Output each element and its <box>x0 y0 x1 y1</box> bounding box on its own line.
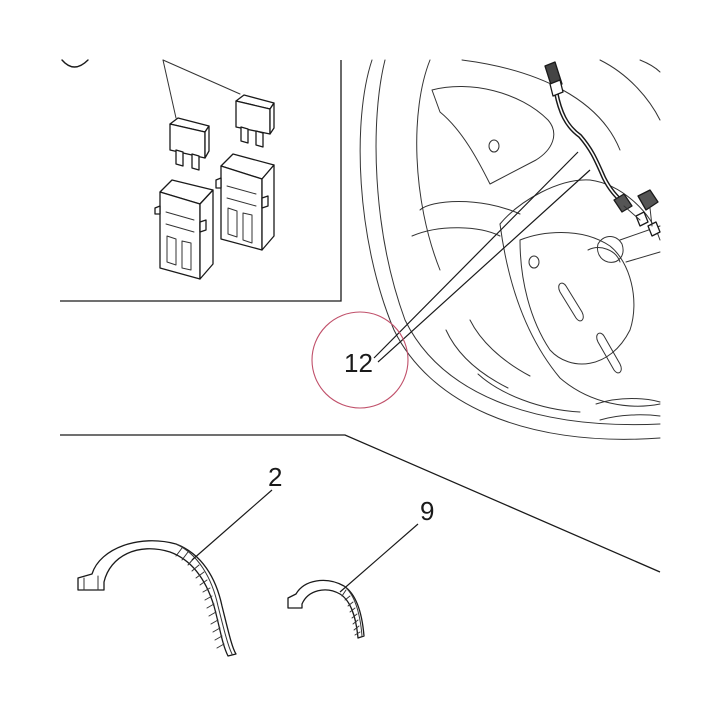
callout-2: 2 <box>268 462 282 492</box>
callout-12: 12 <box>344 348 373 378</box>
leader-line-2 <box>191 489 273 561</box>
leader-line-9 <box>339 523 419 593</box>
fuse-detail-inset <box>60 59 342 302</box>
callout-12-highlight <box>311 311 409 409</box>
wiring-harness-icon <box>544 61 661 237</box>
callout-9: 9 <box>420 496 434 526</box>
fuse-icon <box>235 94 275 148</box>
leader-line-12 <box>377 169 591 363</box>
fuse-holder-icon <box>215 153 275 251</box>
fuse-holder-icon <box>154 179 214 280</box>
cover-clip-icon <box>77 540 237 657</box>
fuse-icon <box>169 117 210 171</box>
cover-clip-icon <box>287 579 365 639</box>
leader-line-12-b <box>373 151 579 359</box>
section-divider <box>60 434 661 573</box>
steering-wheel-icon <box>359 59 661 440</box>
